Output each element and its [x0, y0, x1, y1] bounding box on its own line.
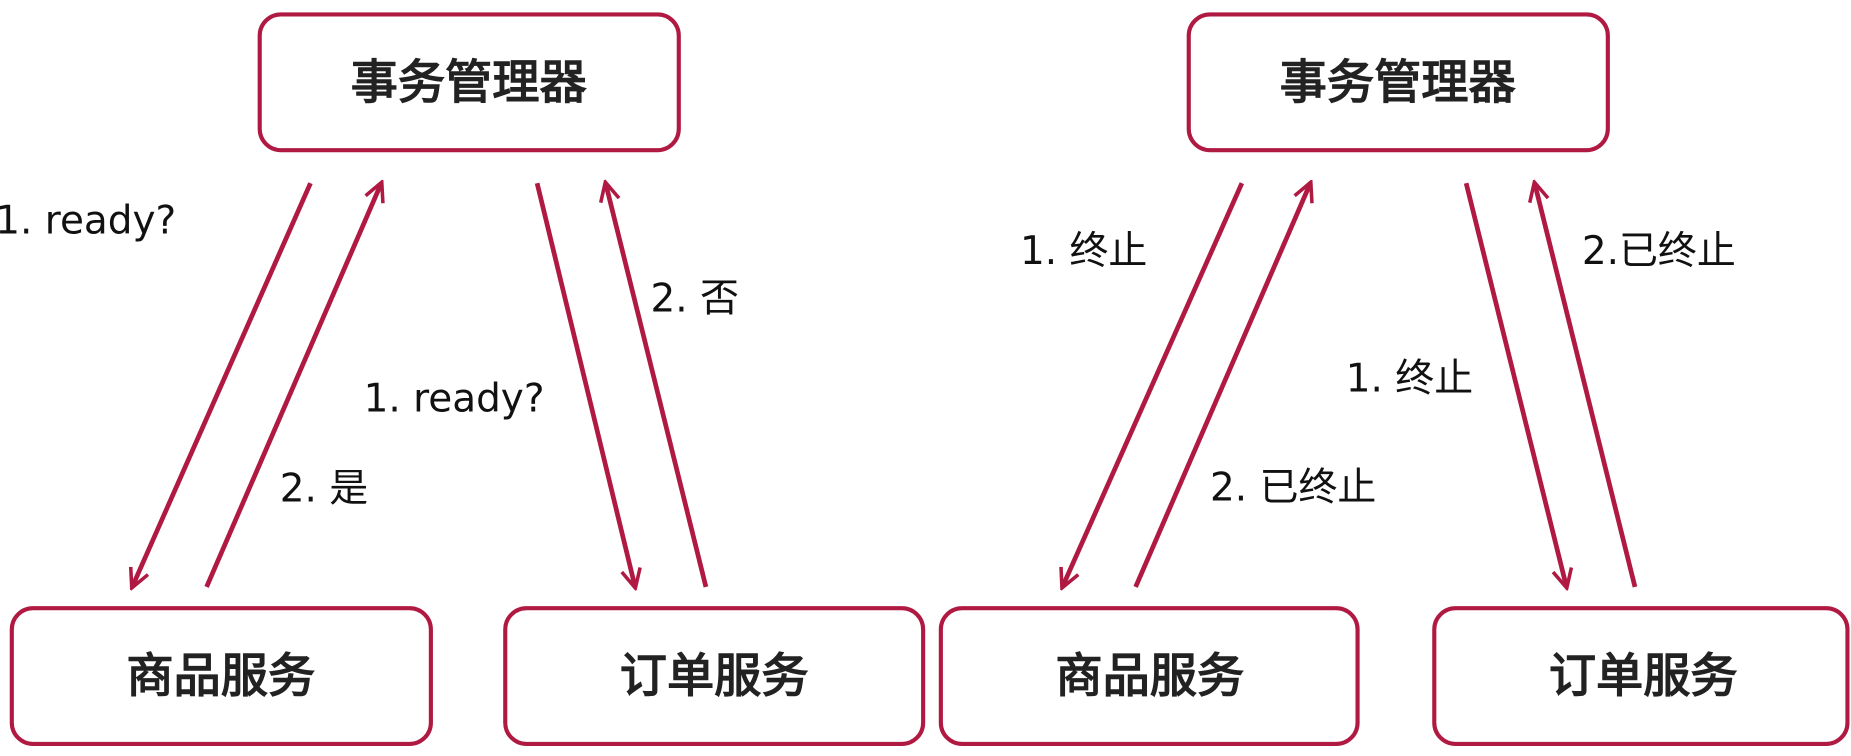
order-service-box: 订单服务	[503, 606, 926, 747]
order-service-label: 订单服务	[620, 649, 809, 704]
label-reply-order: 2.已终止	[1582, 229, 1736, 274]
arrow-to-product	[132, 182, 313, 587]
arrow-from-order	[1535, 183, 1638, 588]
arrow-to-order	[1463, 182, 1566, 587]
right-panel: 事务管理器 商品服务 订单服务 1. 终止 2. 已终止 1. 终止 2.已终止	[938, 12, 1850, 747]
transaction-manager-label: 事务管理器	[1280, 55, 1517, 110]
transaction-manager-label: 事务管理器	[351, 55, 588, 110]
arrow-to-order	[534, 182, 635, 587]
arrow-from-product	[1133, 183, 1311, 588]
label-reply-product: 2. 已终止	[1210, 465, 1376, 510]
arrow-to-product	[1062, 182, 1245, 587]
arrow-from-order	[606, 183, 709, 588]
label-ask-order: 1. ready?	[364, 377, 545, 422]
transaction-manager-box: 事务管理器	[257, 12, 681, 153]
label-reply-order: 2. 否	[650, 276, 738, 321]
transaction-manager-box: 事务管理器	[1186, 12, 1610, 153]
product-service-box: 商品服务	[938, 606, 1360, 747]
label-reply-product: 2. 是	[280, 466, 368, 511]
order-service-box: 订单服务	[1432, 606, 1850, 747]
left-panel: 事务管理器 商品服务 订单服务 1. ready? 2. 是 1. ready?…	[0, 12, 926, 747]
product-service-box: 商品服务	[9, 606, 433, 747]
order-service-label: 订单服务	[1549, 649, 1738, 704]
product-service-label: 商品服务	[126, 649, 315, 704]
label-ask-order: 1. 终止	[1346, 357, 1473, 402]
label-ask-product: 1. ready?	[0, 198, 176, 243]
label-ask-product: 1. 终止	[1020, 229, 1147, 274]
product-service-label: 商品服务	[1055, 649, 1244, 704]
arrow-from-product	[204, 183, 382, 588]
